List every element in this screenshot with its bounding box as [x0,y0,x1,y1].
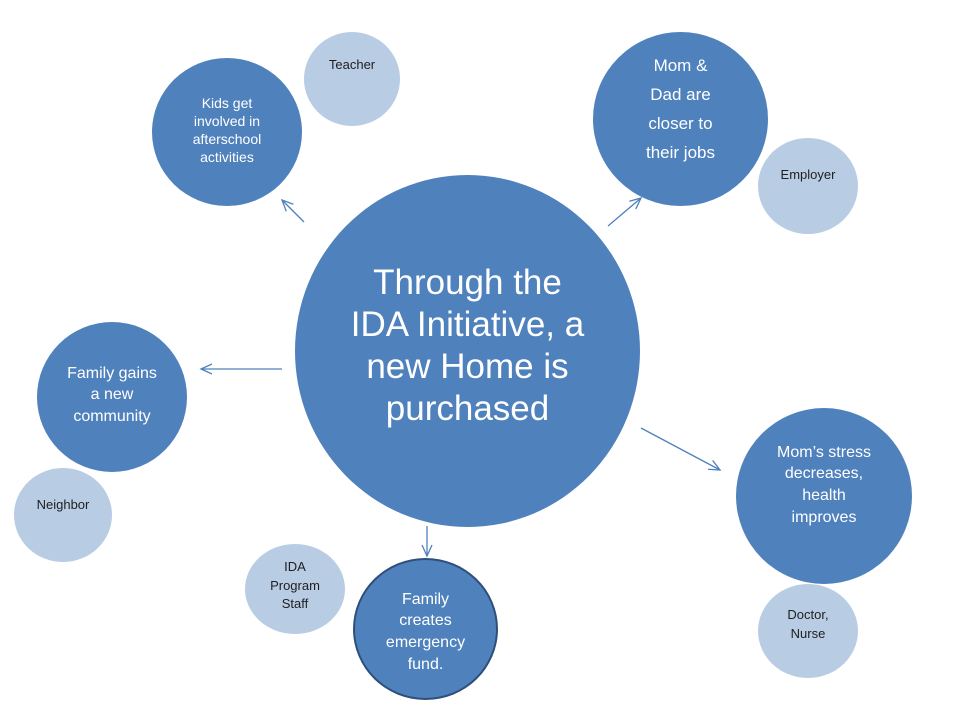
community-label: Family gains a new community [67,364,157,425]
neighbor-circle: Neighbor [14,468,112,562]
doctor-nurse-circle: Doctor, Nurse [758,584,858,678]
employer-label: Employer [780,166,836,182]
teacher-circle: Teacher [304,32,400,126]
community-circle: Family gains a new community [37,322,187,472]
afterschool-circle: Kids get involved in afterschool activit… [152,58,302,206]
arrow-to-afterschool [280,198,305,223]
arrow-to-jobs [607,196,643,227]
teacher-label: Teacher [328,56,376,72]
jobs-label: Mom & Dad are closer to their jobs [646,55,715,163]
neighbor-label: Neighbor [36,496,90,512]
arrow-to-health [640,427,722,471]
employer-circle: Employer [758,138,858,234]
health-label: Mom’s stress decreases, health improves [777,443,871,526]
emergency-fund-label: Family creates emergency fund. [385,590,466,673]
doctor-nurse-label: Doctor, Nurse [787,606,829,642]
afterschool-label: Kids get involved in afterschool activit… [192,94,262,166]
center-label: Through the IDA Initiative, a new Home i… [350,263,585,428]
jobs-circle: Mom & Dad are closer to their jobs [593,32,768,206]
ida-staff-label: IDA Program Staff [270,558,320,612]
emergency-fund-circle: Family creates emergency fund. [353,558,498,700]
ida-staff-circle: IDA Program Staff [245,544,345,634]
center-circle: Through the IDA Initiative, a new Home i… [295,175,640,527]
health-circle: Mom’s stress decreases, health improves [736,408,912,584]
